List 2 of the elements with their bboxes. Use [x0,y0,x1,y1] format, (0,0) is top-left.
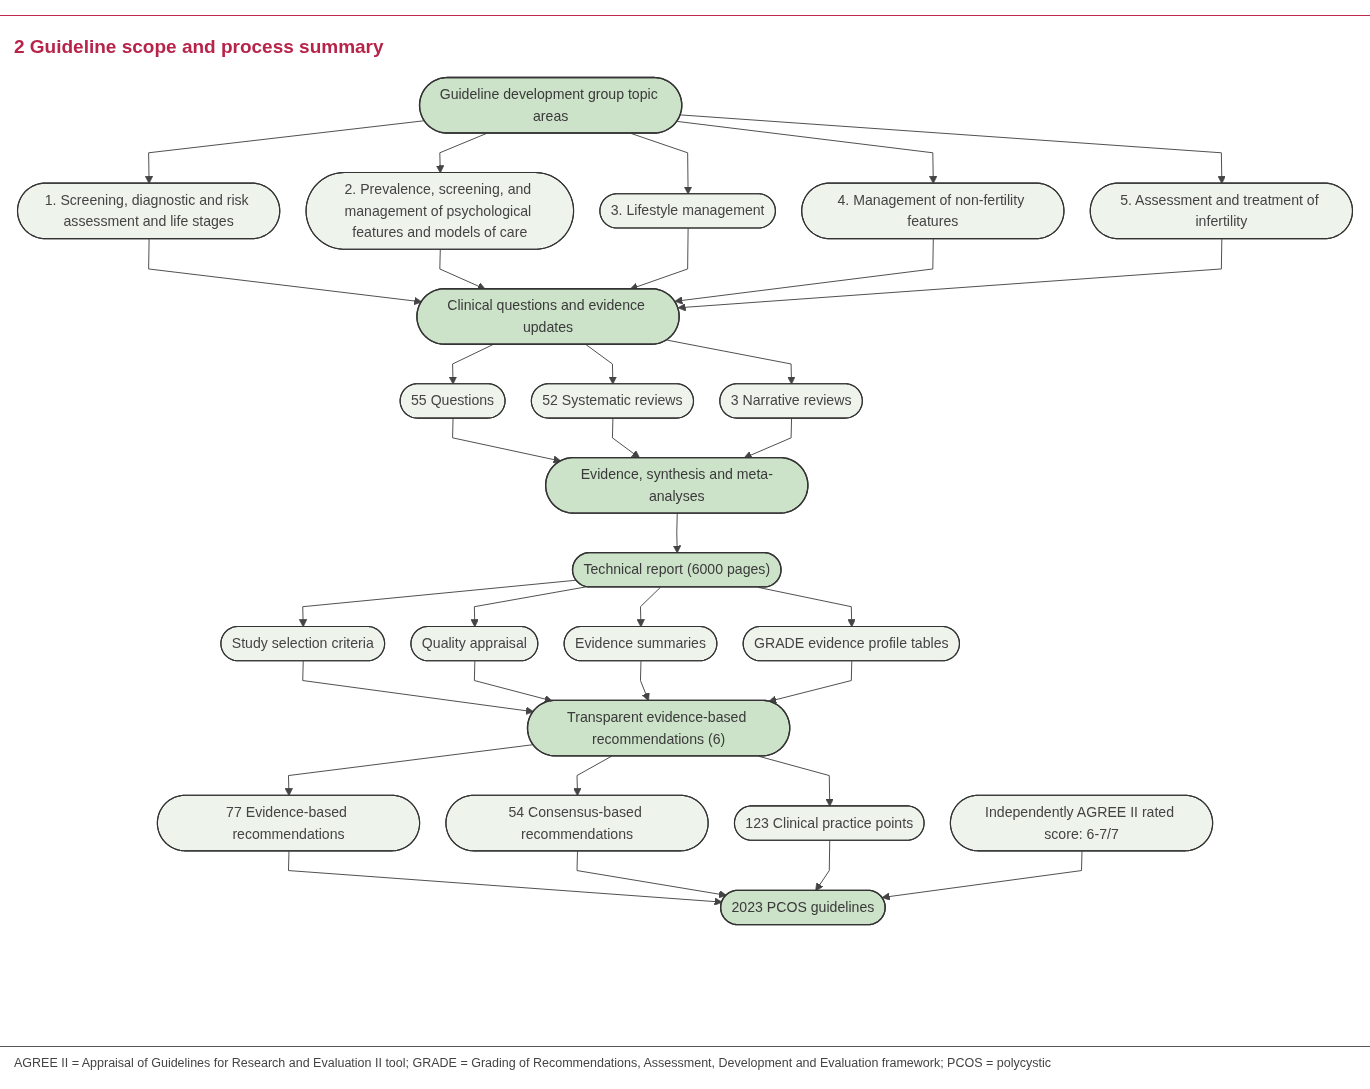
figure-title: 2 Guideline scope and process summary [14,36,384,58]
caption: AGREE II = Appraisal of Guidelines for Research and Evaluation II tool; GRADE = Grading of Recommendations, Assessment, Development and Evaluation framework; PCOS = polycystic [14,1056,1051,1070]
